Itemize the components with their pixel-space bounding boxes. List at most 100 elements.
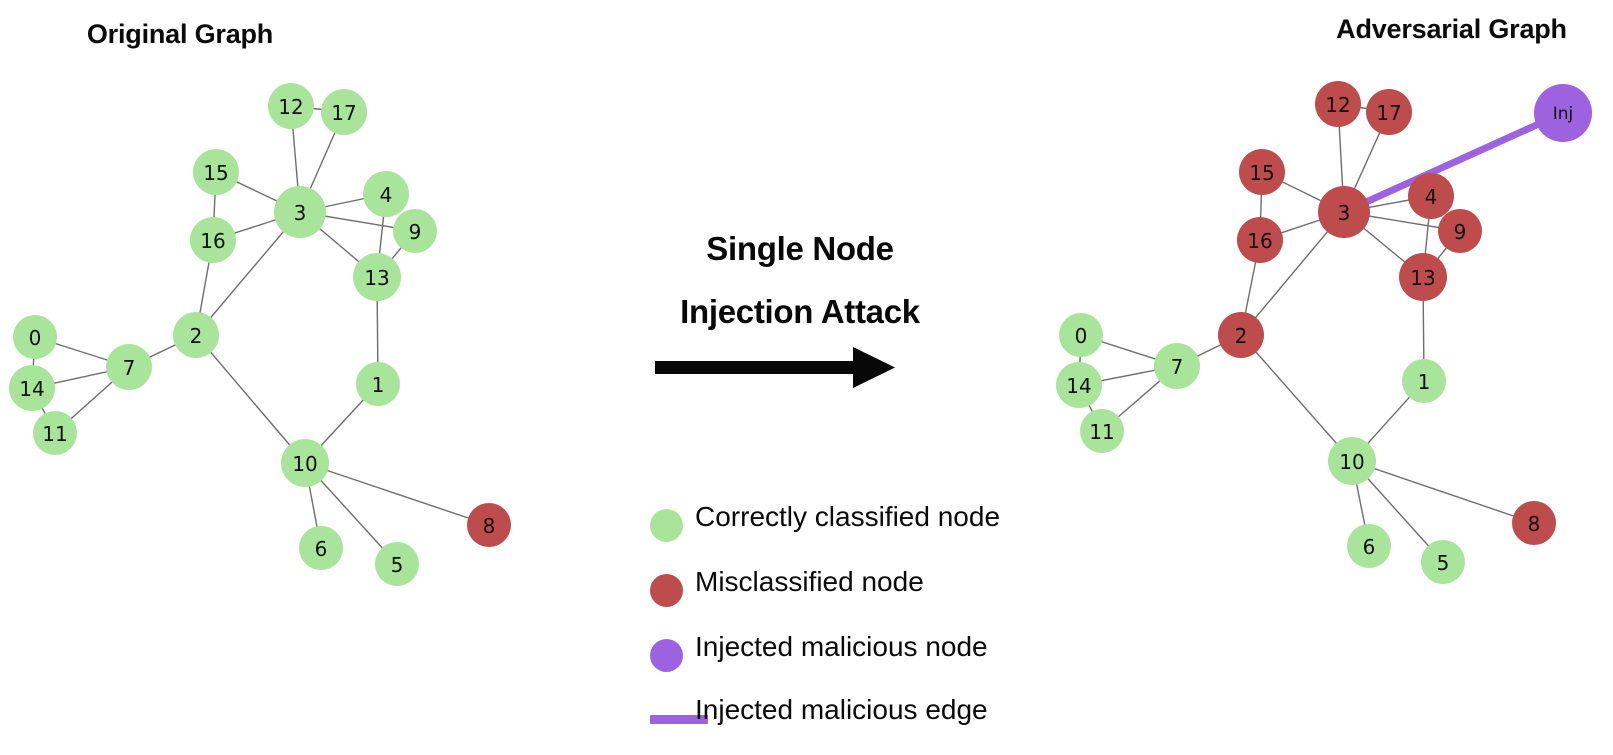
node-label: 13 bbox=[364, 266, 389, 290]
node-circle-correct bbox=[299, 526, 343, 570]
node-circle-misclassified bbox=[1237, 217, 1283, 263]
node-circle-correct bbox=[193, 149, 239, 195]
graph-node-3[interactable]: 3 bbox=[1318, 186, 1370, 238]
node-circle-correct bbox=[274, 186, 326, 238]
node-circle-correct bbox=[1080, 409, 1124, 453]
graph-node-2[interactable]: 2 bbox=[1218, 312, 1264, 358]
node-label: 0 bbox=[29, 326, 42, 350]
graph-node-2[interactable]: 2 bbox=[173, 312, 219, 358]
node-circle-correct bbox=[106, 344, 152, 390]
graph-node-0[interactable]: 0 bbox=[1059, 313, 1103, 357]
node-label: 14 bbox=[19, 377, 44, 401]
node-label: 4 bbox=[1425, 185, 1438, 209]
node-circle-correct bbox=[1347, 524, 1391, 568]
legend-misclassified-node: Misclassified node bbox=[620, 560, 1140, 625]
graph-node-9[interactable]: 9 bbox=[393, 209, 437, 253]
attack-label-line-2: Injection Attack bbox=[680, 293, 920, 330]
node-label: 8 bbox=[483, 514, 496, 538]
graph-node-1[interactable]: 1 bbox=[1402, 359, 1446, 403]
node-circle-correct bbox=[1328, 437, 1376, 485]
graph-node-15[interactable]: 15 bbox=[193, 149, 239, 195]
legend-dot-icon bbox=[650, 639, 683, 672]
graph-node-16[interactable]: 16 bbox=[1237, 217, 1283, 263]
graph-node-13[interactable]: 13 bbox=[353, 253, 401, 301]
node-label: 0 bbox=[1075, 324, 1088, 348]
graph-node-5[interactable]: 5 bbox=[1421, 540, 1465, 584]
node-circle-misclassified bbox=[1239, 149, 1285, 195]
node-label: 14 bbox=[1066, 374, 1091, 398]
graph-node-13[interactable]: 13 bbox=[1399, 253, 1447, 301]
node-circle-misclassified bbox=[1318, 186, 1370, 238]
graph-node-4[interactable]: 4 bbox=[363, 171, 409, 217]
legend-label: Injected malicious node bbox=[695, 631, 988, 662]
legend-dot-icon bbox=[650, 509, 683, 542]
graph-node-6[interactable]: 6 bbox=[1347, 524, 1391, 568]
node-circle-misclassified bbox=[1399, 253, 1447, 301]
node-circle-correct bbox=[375, 542, 419, 586]
graph-node-3[interactable]: 3 bbox=[274, 186, 326, 238]
graph-node-6[interactable]: 6 bbox=[299, 526, 343, 570]
graph-node-17[interactable]: 17 bbox=[321, 89, 367, 135]
graph-node-11[interactable]: 11 bbox=[33, 411, 77, 455]
attack-label-line-1: Single Node bbox=[706, 230, 894, 267]
original-graph-title: Original Graph bbox=[86, 19, 274, 49]
graph-node-0[interactable]: 0 bbox=[13, 315, 57, 359]
graph-node-5[interactable]: 5 bbox=[375, 542, 419, 586]
node-circle-misclassified bbox=[1438, 209, 1482, 253]
node-label: 5 bbox=[391, 553, 404, 577]
node-circle-correct bbox=[173, 312, 219, 358]
graph-node-9[interactable]: 9 bbox=[1438, 209, 1482, 253]
graph-node-12[interactable]: 12 bbox=[268, 83, 314, 129]
node-circle-correct bbox=[1059, 313, 1103, 357]
node-label: 8 bbox=[1528, 512, 1541, 536]
graph-node-8[interactable]: 8 bbox=[1512, 501, 1556, 545]
node-label: 16 bbox=[1247, 229, 1272, 253]
node-circle-correct bbox=[190, 217, 236, 263]
graph-node-14[interactable]: 14 bbox=[9, 365, 55, 411]
graph-node-16[interactable]: 16 bbox=[190, 217, 236, 263]
graph-node-15[interactable]: 15 bbox=[1239, 149, 1285, 195]
graph-node-12[interactable]: 12 bbox=[1315, 81, 1361, 127]
node-label: 3 bbox=[1338, 201, 1351, 225]
node-circle-correct bbox=[353, 253, 401, 301]
graph-edge bbox=[195, 211, 301, 336]
node-circle-correct bbox=[268, 83, 314, 129]
legend-label: Correctly classified node bbox=[695, 501, 1001, 532]
node-label: 2 bbox=[190, 324, 203, 348]
node-circle-correct bbox=[1154, 343, 1200, 389]
graph-node-10[interactable]: 10 bbox=[281, 439, 329, 487]
node-label: 10 bbox=[1339, 450, 1364, 474]
graph-node-7[interactable]: 7 bbox=[1154, 343, 1200, 389]
node-label: 5 bbox=[1437, 551, 1450, 575]
node-circle-correct bbox=[321, 89, 367, 135]
right-arrow-icon bbox=[655, 347, 895, 388]
legend-label: Misclassified node bbox=[695, 566, 924, 597]
graph-node-14[interactable]: 14 bbox=[1056, 362, 1102, 408]
node-circle-correct bbox=[1421, 540, 1465, 584]
graph-edge bbox=[304, 462, 490, 526]
node-label: 11 bbox=[42, 422, 67, 446]
node-label: 15 bbox=[1249, 161, 1274, 185]
graph-node-1[interactable]: 1 bbox=[356, 362, 400, 406]
node-label: 10 bbox=[292, 452, 317, 476]
graph-node-17[interactable]: 17 bbox=[1366, 89, 1412, 135]
node-circle-correct bbox=[33, 411, 77, 455]
node-label: 17 bbox=[1376, 101, 1401, 125]
graph-node-10[interactable]: 10 bbox=[1328, 437, 1376, 485]
node-circle-correct bbox=[1402, 359, 1446, 403]
graph-node-7[interactable]: 7 bbox=[106, 344, 152, 390]
graph-edge bbox=[1240, 211, 1345, 336]
legend-line-icon bbox=[650, 715, 708, 724]
node-circle-correct bbox=[1056, 362, 1102, 408]
graph-node-inj[interactable]: Inj bbox=[1534, 84, 1592, 142]
node-label: 17 bbox=[331, 101, 356, 125]
graph-node-8[interactable]: 8 bbox=[467, 503, 511, 547]
graph-edge bbox=[195, 334, 306, 464]
graph-node-11[interactable]: 11 bbox=[1080, 409, 1124, 453]
node-label: 11 bbox=[1089, 420, 1114, 444]
node-label: 12 bbox=[1325, 93, 1350, 117]
node-label: 6 bbox=[315, 537, 328, 561]
graph-node-4[interactable]: 4 bbox=[1408, 173, 1454, 219]
